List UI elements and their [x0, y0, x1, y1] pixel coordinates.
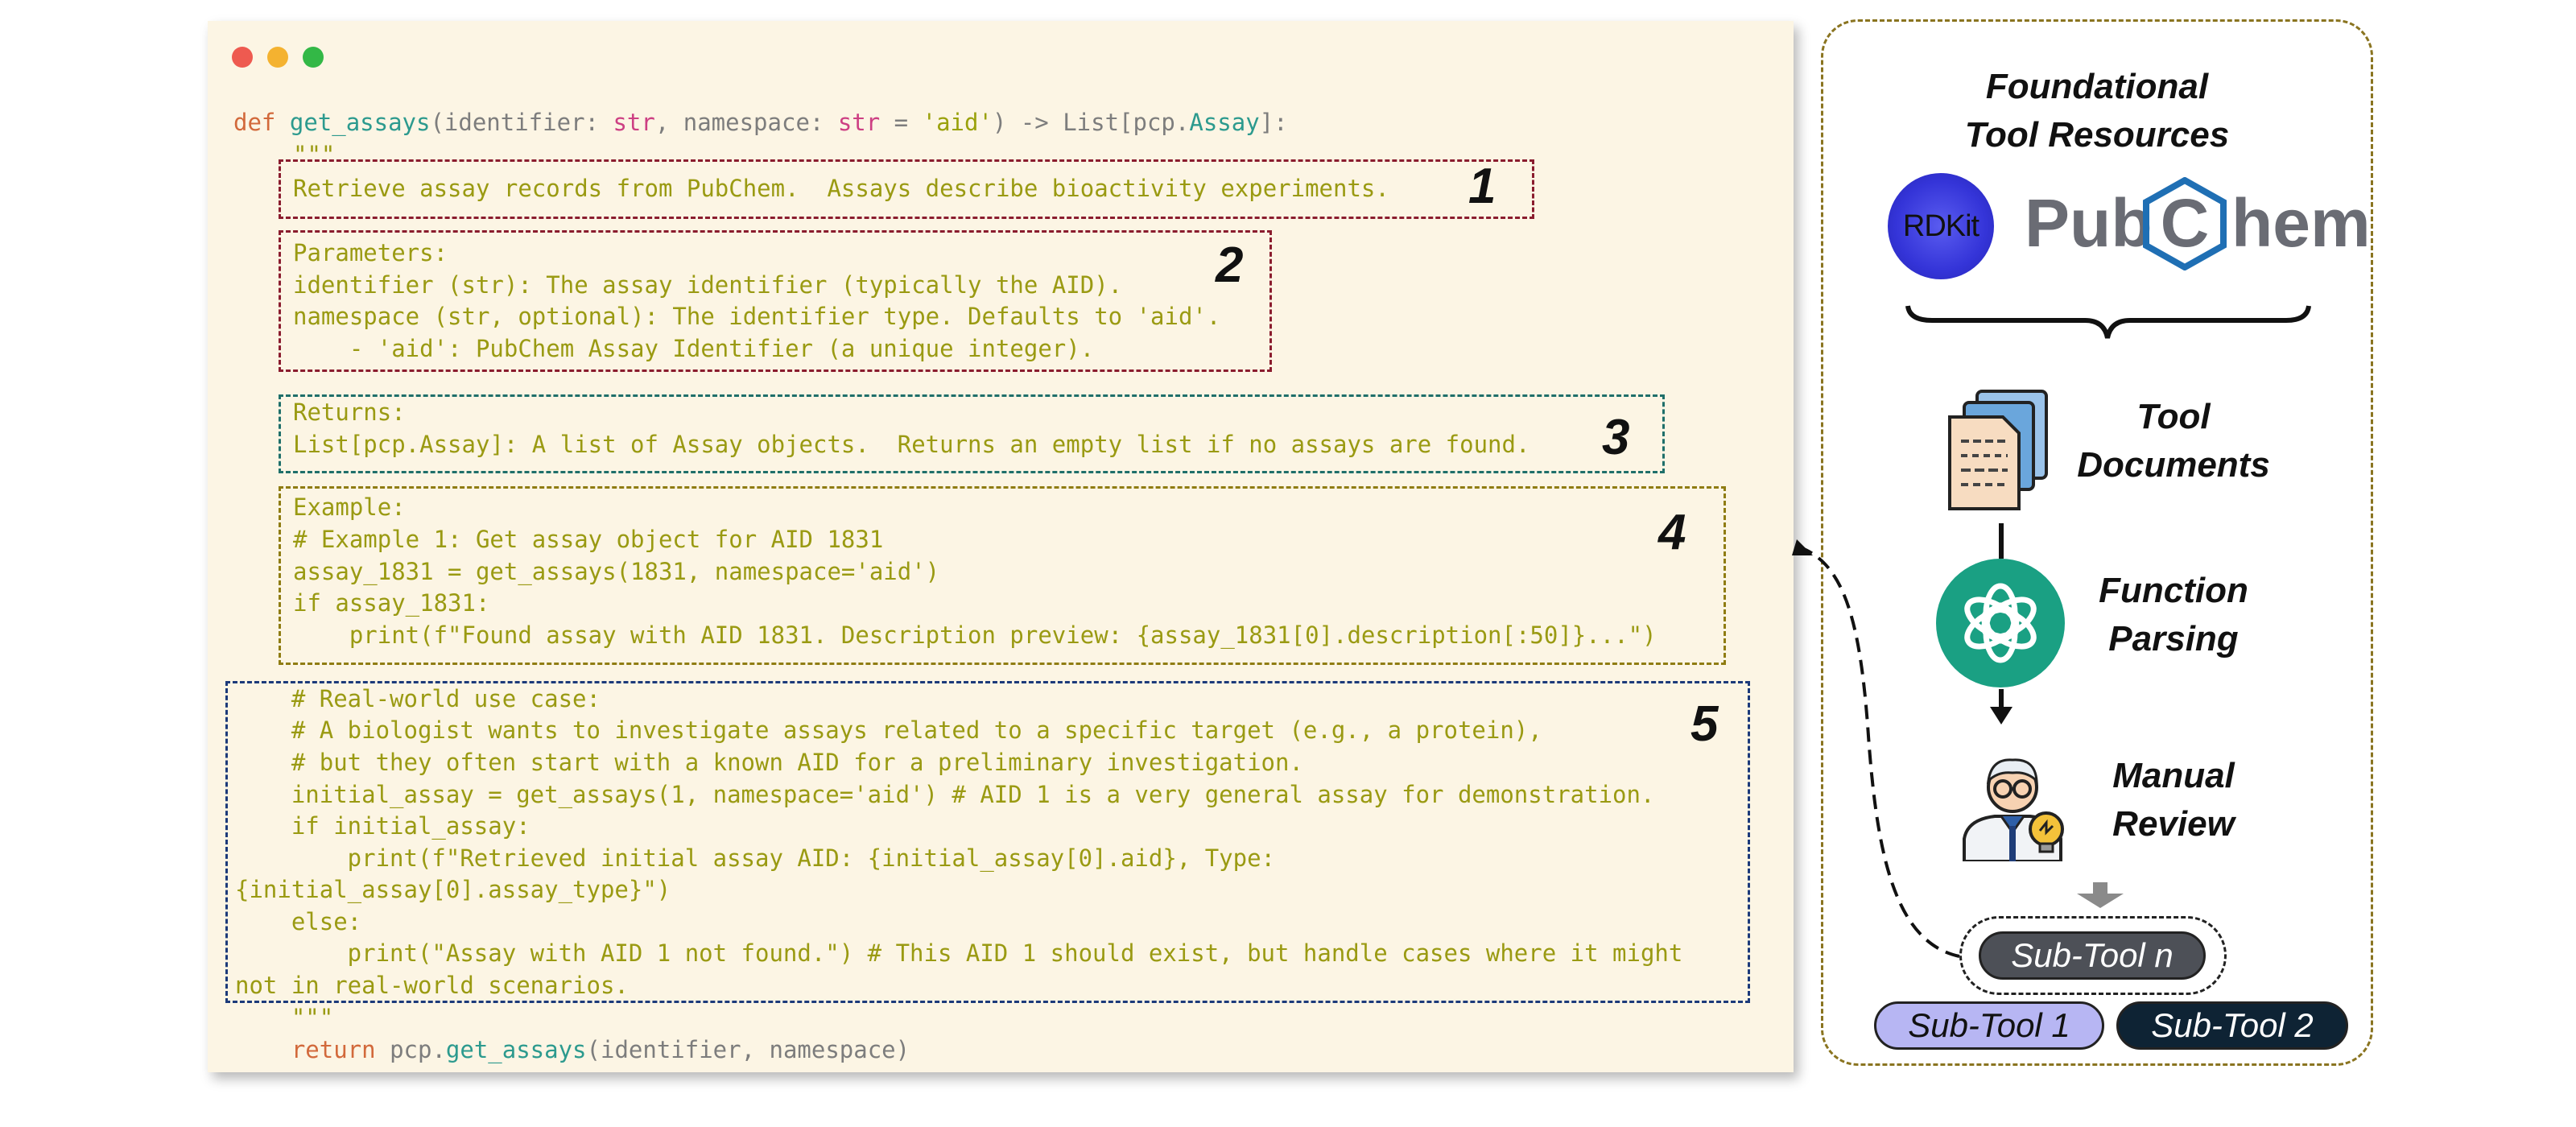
function-parsing-line2: Parsing — [2108, 619, 2239, 658]
return-line: return pcp.get_assays(identifier, namesp… — [235, 1034, 910, 1066]
sub-tool-2: Sub-Tool 2 — [2116, 1001, 2348, 1050]
function-parsing-label: Function Parsing — [2045, 567, 2302, 663]
code-line: - 'aid': PubChem Assay Identifier (a uni… — [293, 335, 1095, 362]
def-end: ]: — [1259, 109, 1288, 136]
openai-knot-icon — [1964, 583, 2037, 663]
box-number-4: 4 — [1658, 505, 1686, 560]
code-line: print("Assay with AID 1 not found.") # T… — [235, 939, 1683, 967]
code-line: print(f"Found assay with AID 1831. Descr… — [293, 621, 1657, 649]
return-type-assay: Assay — [1189, 109, 1260, 136]
code-line: print(f"Retrieved initial assay AID: {in… — [235, 844, 1276, 872]
code-line: Example: — [293, 493, 406, 521]
docstring-close: """ — [235, 1004, 334, 1031]
feedback-arrow — [1799, 546, 1960, 958]
section-box-returns — [279, 394, 1665, 473]
openai-logo — [1936, 559, 2065, 687]
code-line: initial_assay = get_assays(1, namespace=… — [235, 781, 1655, 808]
pubchem-logo-c: C — [2160, 185, 2210, 261]
default-value: 'aid' — [922, 109, 993, 136]
window-maximize-dot — [303, 47, 324, 68]
box-number-2: 2 — [1216, 237, 1244, 293]
code-line: # Real-world use case: — [235, 685, 601, 712]
function-parsing-line1: Function — [2099, 571, 2248, 610]
window-close-dot — [232, 47, 253, 68]
code-line: if assay_1831: — [293, 589, 490, 617]
tool-documents-label: Tool Documents — [2045, 393, 2302, 489]
section-box-use-case — [225, 681, 1750, 1003]
manual-review-line1: Manual — [2112, 756, 2235, 795]
docstring-open: """ — [293, 141, 336, 168]
rdkit-logo: RDKit — [1888, 173, 1994, 279]
documents-icon — [1948, 390, 2048, 510]
manual-review-line2: Review — [2112, 804, 2235, 844]
code-line: assay_1831 = get_assays(1831, namespace=… — [293, 558, 940, 585]
code-panel — [208, 21, 1794, 1072]
def-keyword: def — [233, 109, 276, 136]
workflow-panel — [1821, 19, 2373, 1066]
return-keyword: return — [235, 1036, 376, 1063]
tool-documents-line2: Documents — [2077, 445, 2270, 485]
code-line: Retrieve assay records from PubChem. Ass… — [293, 175, 1389, 202]
box-number-3: 3 — [1602, 410, 1630, 465]
code-line: Parameters: — [293, 239, 448, 266]
box-number-5: 5 — [1690, 696, 1719, 752]
sub-tool-n: Sub-Tool n — [1979, 931, 2206, 980]
code-line: else: — [235, 908, 362, 935]
def-eq: = — [880, 109, 923, 136]
resources-title-line1: Foundational — [1985, 67, 2209, 106]
box-number-1: 1 — [1468, 159, 1496, 214]
resources-title-line2: Tool Resources — [1964, 115, 2230, 155]
function-name: get_assays — [289, 109, 431, 136]
section-box-example — [279, 486, 1726, 665]
sub-tool-n-highlight — [1959, 916, 2227, 995]
code-line: namespace (str, optional): The identifie… — [293, 303, 1221, 330]
curly-brace-icon — [1905, 305, 2311, 339]
tool-documents-line1: Tool — [2136, 397, 2211, 436]
code-line: # but they often start with a known AID … — [235, 749, 1303, 776]
reviewer-icon — [1963, 758, 2064, 861]
section-box-description — [279, 159, 1534, 219]
code-line: # A biologist wants to investigate assay… — [235, 716, 1542, 744]
code-line: if initial_assay: — [235, 812, 530, 840]
sub-tool-1: Sub-Tool 1 — [1874, 1001, 2104, 1050]
pubchem-hexagon-icon — [2143, 177, 2227, 270]
code-line: # Example 1: Get assay object for AID 18… — [293, 526, 884, 553]
code-line: not in real-world scenarios. — [235, 972, 629, 999]
code-def-line: def get_assays(identifier: str, namespac… — [233, 106, 1288, 138]
window-minimize-dot — [267, 47, 288, 68]
def-params: (identifier: — [430, 109, 613, 136]
type-str: str — [613, 109, 655, 136]
code-line: List[pcp.Assay]: A list of Assay objects… — [293, 431, 1530, 458]
return-module: pcp. — [375, 1036, 446, 1063]
code-line: identifier (str): The assay identifier (… — [293, 271, 1123, 299]
resources-title: Foundational Tool Resources — [1916, 63, 2278, 159]
return-type: ) -> List[pcp. — [992, 109, 1190, 136]
manual-review-label: Manual Review — [2045, 752, 2302, 848]
return-args: (identifier, namespace) — [586, 1036, 910, 1063]
rdkit-label: RDKit — [1902, 208, 1979, 243]
section-box-parameters — [279, 230, 1272, 372]
code-line: Returns: — [293, 398, 406, 426]
type-str: str — [837, 109, 881, 136]
def-params: , namespace: — [654, 109, 838, 136]
return-function: get_assays — [445, 1036, 587, 1063]
pubchem-logo-hem: hem — [2231, 185, 2371, 261]
code-line: {initial_assay[0].assay_type}") — [235, 876, 671, 903]
pubchem-logo-pub: Pub — [2025, 185, 2153, 261]
